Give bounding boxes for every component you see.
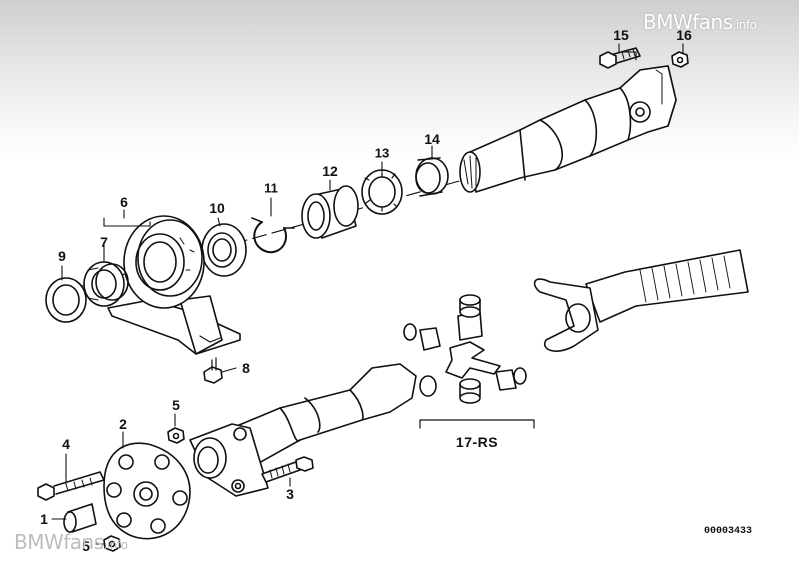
callout-part-5-lower: 5 [82,538,90,554]
ring-part-14 [415,157,449,197]
callout-part-5-upper: 5 [172,397,180,413]
nut-part-5-upper [167,427,185,444]
nut-part-8 [203,357,223,384]
watermark-bottom: BMWfans.info [14,530,128,554]
callout-part-10: 10 [209,200,225,216]
callout-part-15: 15 [613,27,629,43]
watermark-top: BMWfans.info [643,10,757,34]
seal-part-10 [201,223,247,277]
diagram-id: 00003433 [704,526,753,537]
center-bearing-part-6 [107,215,241,355]
bolt-part-4 [37,471,105,501]
callout-part-3: 3 [286,486,294,502]
callout-part-17-rs: 17-RS [455,434,499,450]
flex-disc-part-2 [103,442,191,540]
callout-part-6: 6 [120,194,128,210]
callout-part-11: 11 [264,180,278,196]
sleeve-part-12 [301,185,359,239]
bearing-part-7 [83,261,129,307]
callout-part-8: 8 [242,360,250,376]
callout-part-13: 13 [374,145,390,161]
callout-part-4: 4 [62,436,70,452]
splined-ring-part-13 [361,169,403,215]
nut-part-5-lower [103,535,121,552]
front-flange [189,423,269,497]
sleeve-part-1 [63,503,97,533]
bolt-part-3 [261,456,314,483]
callout-part-7: 7 [100,234,108,250]
circlip-part-11 [251,217,295,254]
splined-yoke [533,249,749,352]
ring-part-9 [45,277,87,323]
callout-part-14: 14 [424,131,440,147]
nut-part-16 [671,51,689,68]
callout-part-12: 12 [322,163,338,179]
callout-part-9: 9 [58,248,66,264]
universal-joint-part-17-rs [403,294,535,429]
front-drive-shaft [231,363,437,469]
rear-drive-shaft [459,65,677,193]
bolt-part-15 [599,47,641,69]
leader-lines [51,43,684,545]
callout-part-16: 16 [676,27,692,43]
callout-part-1: 1 [40,511,48,527]
callout-part-2: 2 [119,416,127,432]
